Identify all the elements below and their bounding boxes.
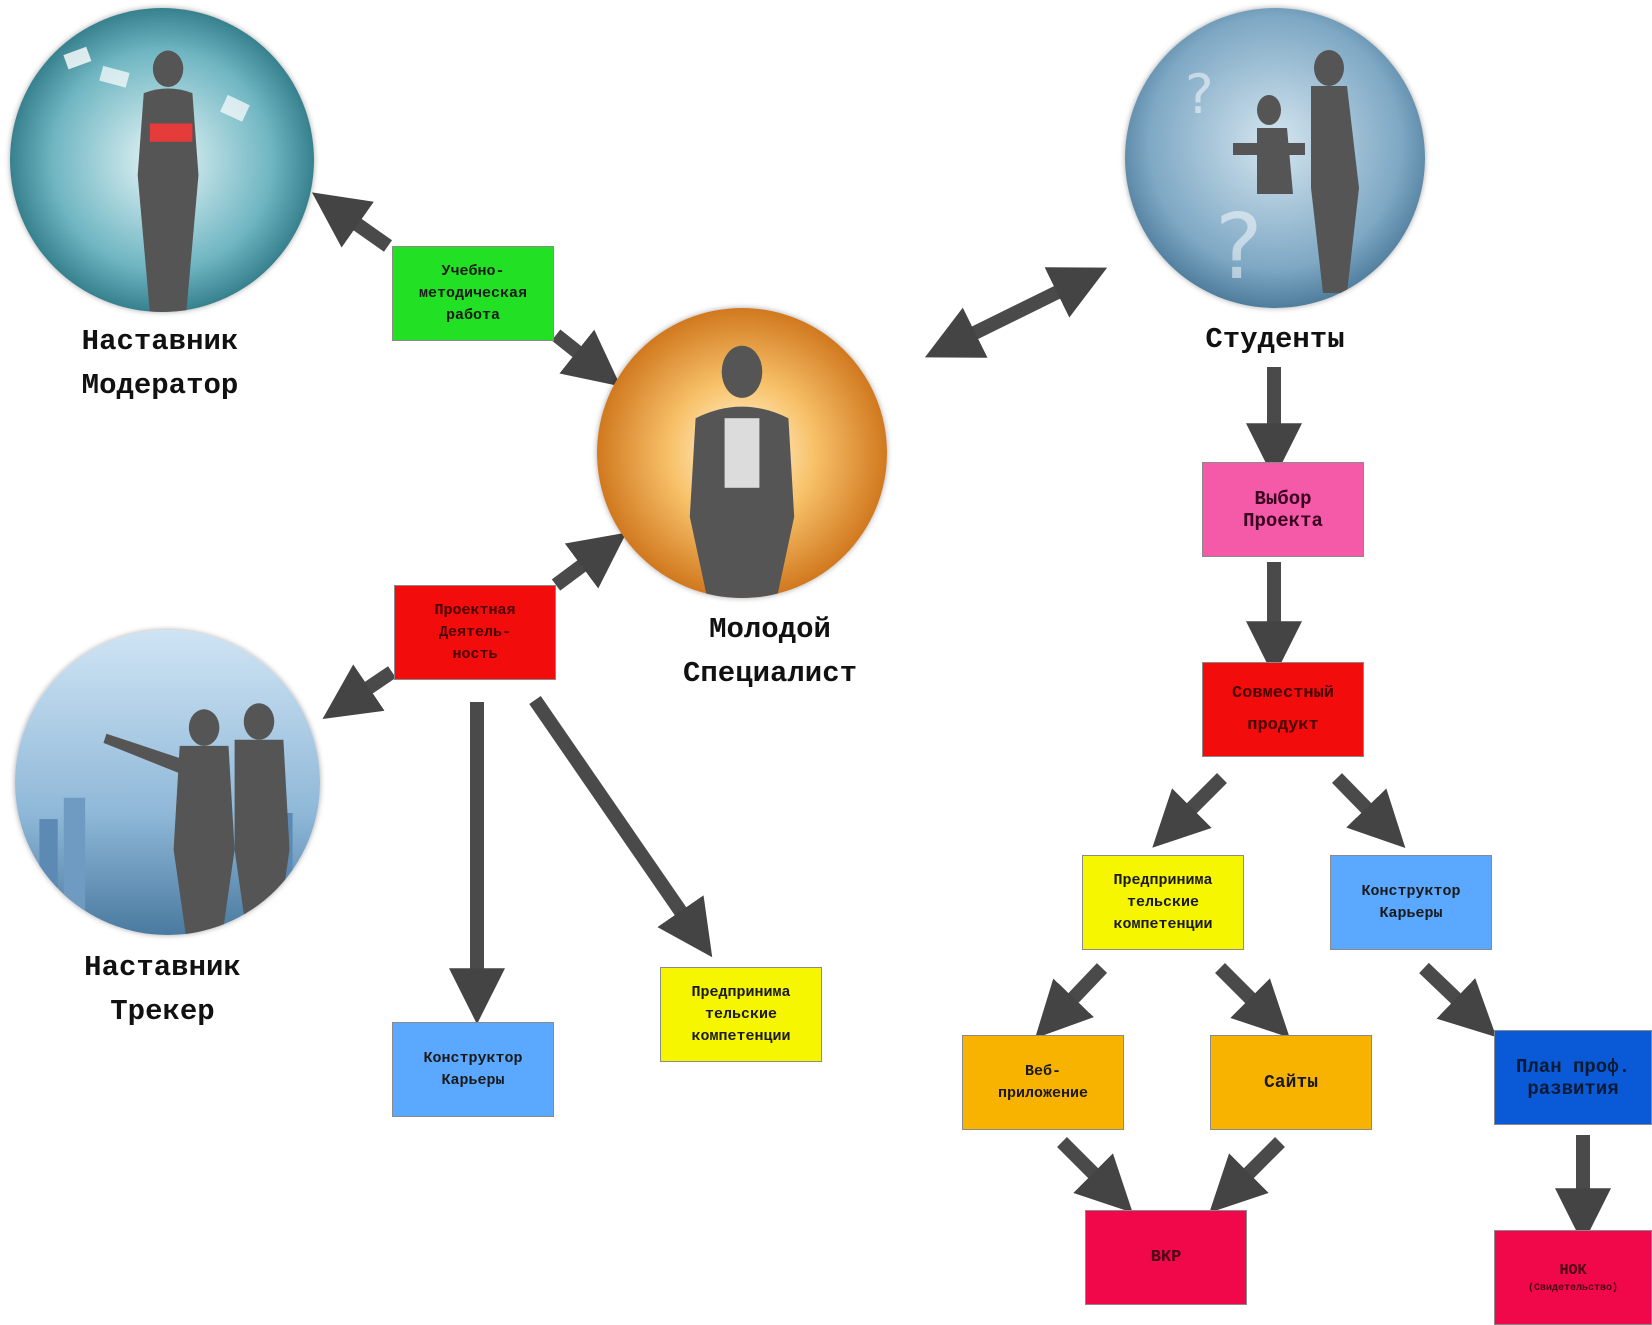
entrepreneur-competencies-left-box: Предпринима тельские компетенции	[660, 967, 822, 1062]
project-choice-box: Выбор Проекта	[1202, 462, 1364, 557]
mentor-moderator-line2: Модератор	[81, 369, 239, 402]
arrow-entrepreneur-to-web	[1034, 963, 1108, 1039]
nok-line2: (Свидетельство)	[1527, 1282, 1618, 1294]
methodical-line1: Учебно-	[441, 262, 505, 280]
students-text: Студенты	[1205, 323, 1345, 356]
career-left-line2: Карьеры	[441, 1071, 505, 1089]
entrepreneur-right-line1: Предпринима	[1113, 871, 1213, 889]
methodical-line2: методическая	[418, 284, 528, 302]
young-specialist-line1: Молодой	[709, 613, 831, 646]
young-specialist-label: Молодой Специалист	[600, 608, 940, 696]
career-left-line1: Конструктор	[423, 1049, 523, 1067]
arrow-entrepreneur-to-sites	[1215, 963, 1290, 1038]
arrow-to-entrepreneur-left	[529, 696, 713, 958]
young-specialist-line2: Специалист	[682, 657, 858, 690]
web-app-line2: приложение	[997, 1084, 1088, 1102]
methodical-line3: работа	[445, 306, 500, 324]
joint-product-box: Совместный продукт	[1202, 662, 1364, 757]
mentor-tracker-image	[15, 630, 320, 935]
arrow-to-tracker	[322, 664, 396, 719]
career-right-line2: Карьеры	[1379, 904, 1443, 922]
career-right-line1: Конструктор	[1361, 882, 1461, 900]
entrepreneur-right-line3: компетенции	[1113, 915, 1213, 933]
project-choice-line1: Выбор	[1254, 487, 1312, 510]
mentor-tracker-line1: Наставник	[84, 951, 241, 984]
arrow-to-moderator	[311, 192, 393, 252]
project-activity-line3: ность	[452, 645, 498, 663]
sites-box: Сайты	[1210, 1035, 1372, 1130]
prof-plan-line1: План проф.	[1515, 1055, 1631, 1078]
project-choice-line2: Проекта	[1243, 509, 1323, 532]
joint-product-line2: продукт	[1247, 715, 1319, 735]
career-constructor-right-box: Конструктор Карьеры	[1330, 855, 1492, 950]
entrepreneur-left-line2: тельские	[704, 1005, 777, 1023]
entrepreneur-left-line1: Предпринима	[691, 983, 791, 1001]
sites-text: Сайты	[1263, 1072, 1318, 1093]
students-image: ? ?	[1125, 8, 1425, 308]
project-activity-line2: Деятель-	[438, 623, 511, 641]
vkr-text: ВКР	[1150, 1247, 1182, 1267]
mentor-tracker-line2: Трекер	[110, 995, 215, 1028]
arrow-product-to-career	[1331, 773, 1406, 849]
young-specialist-image	[597, 308, 887, 598]
arrow-sites-to-vkr	[1209, 1137, 1285, 1213]
nok-line1: НОК	[1559, 1261, 1587, 1279]
mentor-tracker-label: Наставник Трекер	[0, 946, 325, 1034]
web-app-line1: Веб-	[1024, 1062, 1061, 1080]
entrepreneur-left-line3: компетенции	[691, 1027, 791, 1045]
arrow-to-young-specialist-bottom	[551, 532, 627, 591]
prof-plan-line2: развития	[1527, 1077, 1619, 1100]
web-app-box: Веб- приложение	[962, 1035, 1124, 1130]
nok-box: НОК (Свидетельство)	[1494, 1230, 1652, 1325]
entrepreneur-competencies-right-box: Предпринима тельские компетенции	[1082, 855, 1244, 950]
methodical-work-box: Учебно- методическая работа	[392, 246, 554, 341]
vkr-box: ВКР	[1085, 1210, 1247, 1305]
arrow-product-to-entrepreneur	[1152, 773, 1227, 848]
students-label: Студенты	[1120, 318, 1430, 362]
arrow-web-to-vkr	[1057, 1137, 1133, 1213]
prof-development-plan-box: План проф. развития	[1494, 1030, 1652, 1125]
mentor-moderator-image	[10, 8, 314, 312]
mentor-moderator-label: Наставник Модератор	[0, 320, 320, 408]
arrow-specialist-students	[924, 267, 1108, 358]
svg-text:?: ?	[1185, 63, 1214, 126]
joint-product-line1: Совместный	[1231, 683, 1335, 703]
arrow-career-to-plan	[1419, 962, 1497, 1038]
project-activity-box: Проектная Деятель- ность	[394, 585, 556, 680]
career-constructor-left-box: Конструктор Карьеры	[392, 1022, 554, 1117]
mentor-moderator-line1: Наставник	[81, 325, 239, 358]
arrow-to-young-specialist-top	[551, 329, 621, 387]
svg-text:?: ?	[1215, 195, 1263, 300]
entrepreneur-right-line2: тельские	[1126, 893, 1199, 911]
project-activity-line1: Проектная	[434, 601, 516, 619]
